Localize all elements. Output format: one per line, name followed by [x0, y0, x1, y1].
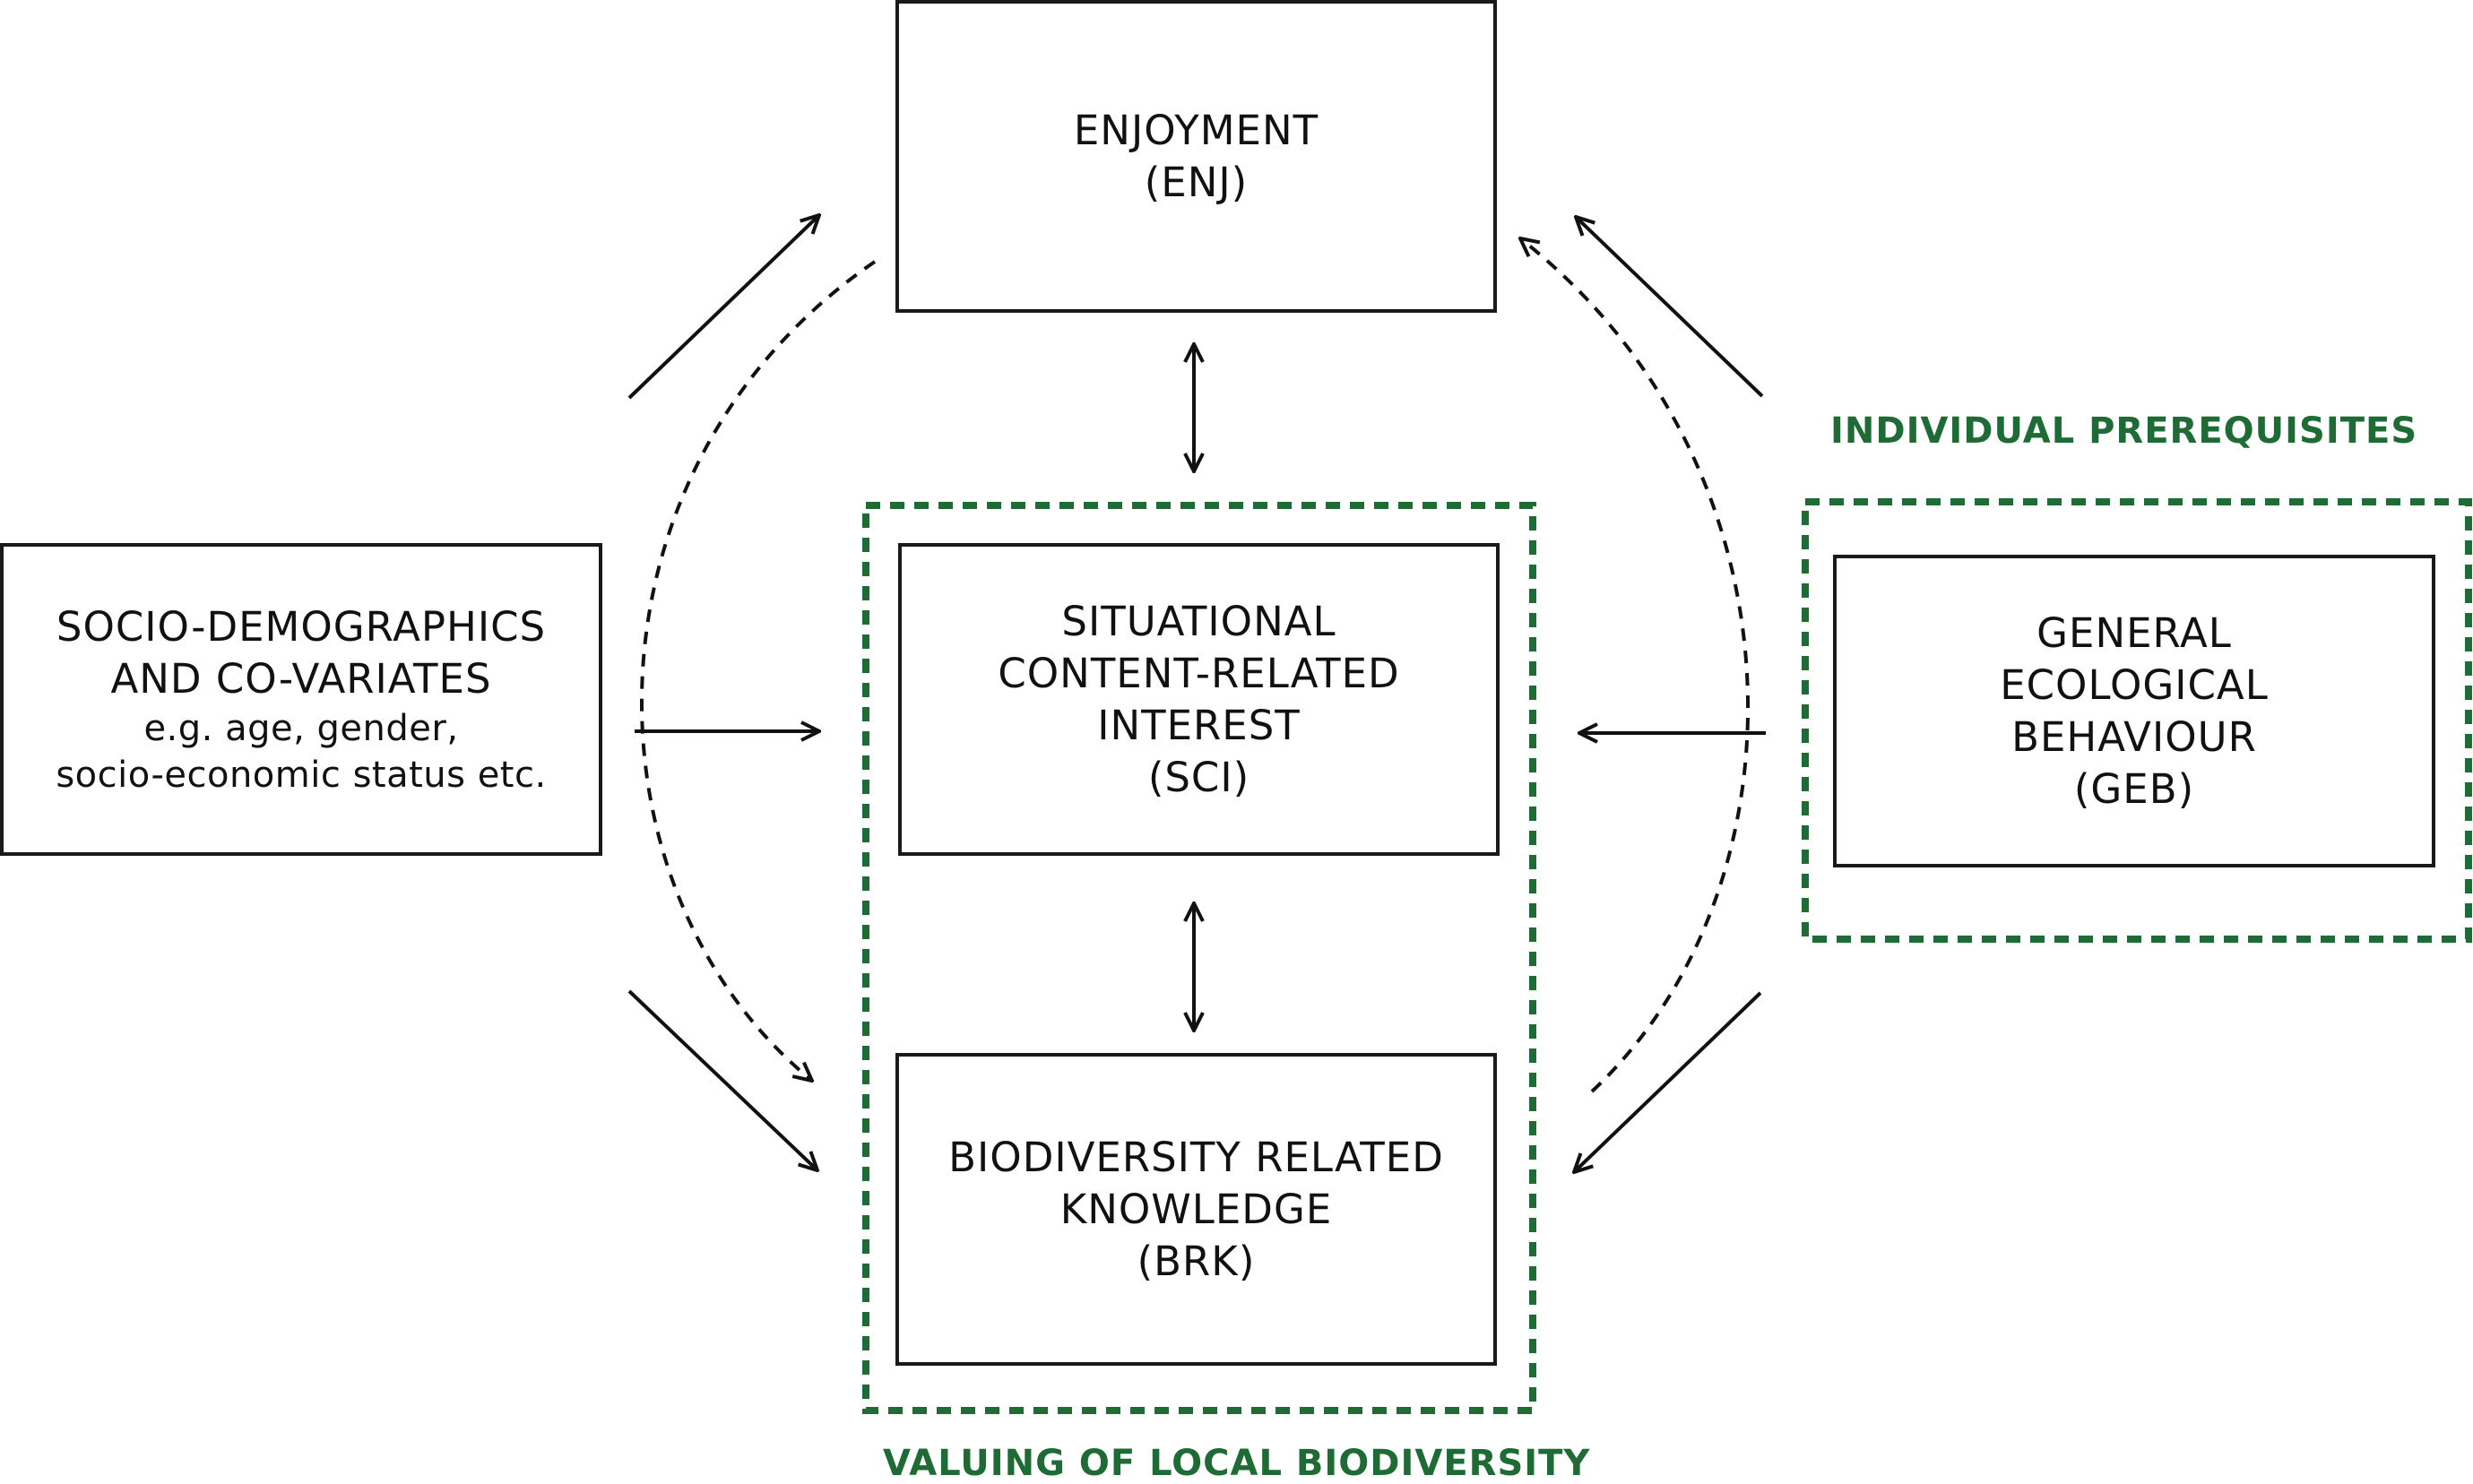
socio-demographics-box: SOCIO-DEMOGRAPHICS AND CO-VARIATES e.g. … [0, 543, 602, 856]
geb-line-1: GENERAL [2036, 608, 2232, 657]
geb-line-3: BEHAVIOUR [2011, 712, 2257, 761]
valuing-group-label: VALUING OF LOCAL BIODIVERSITY [883, 1443, 1591, 1484]
geb-to-brk-arrow [1574, 991, 1762, 1172]
sci-box: SITUATIONAL CONTENT-RELATED INTEREST (SC… [898, 543, 1500, 856]
socio-line-1: SOCIO-DEMOGRAPHICS [56, 602, 547, 651]
prerequisites-group-label: INDIVIDUAL PREREQUISITES [1830, 410, 2418, 452]
enjoyment-box: ENJOYMENT (ENJ) [895, 0, 1497, 313]
enjoyment-abbrev: (ENJ) [1144, 158, 1249, 206]
sci-line-2: CONTENT-RELATED [998, 649, 1400, 697]
socio-detail-1: e.g. age, gender, [143, 707, 459, 749]
prerequisites-group-border [1802, 498, 2472, 943]
valuing-group-border [862, 502, 1536, 1414]
socio-to-enj-arrow [627, 215, 819, 400]
socio-line-2: AND CO-VARIATES [110, 654, 492, 703]
brk-abbrev: (BRK) [1137, 1237, 1256, 1285]
brk-to-enj-dashed-arrow [1520, 238, 1751, 1093]
sci-line-3: INTEREST [1097, 701, 1301, 749]
brk-line-1: BIODIVERSITY RELATED [948, 1133, 1444, 1181]
socio-to-brk-arrow [627, 989, 817, 1170]
brk-box: BIODIVERSITY RELATED KNOWLEDGE (BRK) [895, 1053, 1497, 1366]
enj-to-brk-dashed-arrow [640, 260, 877, 1081]
geb-line-2: ECOLOGICAL [2000, 660, 2269, 709]
geb-box: GENERAL ECOLOGICAL BEHAVIOUR (GEB) [1833, 555, 2435, 867]
geb-to-enj-arrow [1576, 217, 1764, 398]
sci-line-1: SITUATIONAL [1061, 597, 1336, 645]
socio-detail-2: socio-economic status etc. [56, 754, 547, 796]
brk-line-2: KNOWLEDGE [1059, 1185, 1333, 1233]
enjoyment-title: ENJOYMENT [1073, 106, 1319, 154]
geb-abbrev: (GEB) [2073, 764, 2195, 813]
sci-abbrev: (SCI) [1147, 753, 1250, 801]
